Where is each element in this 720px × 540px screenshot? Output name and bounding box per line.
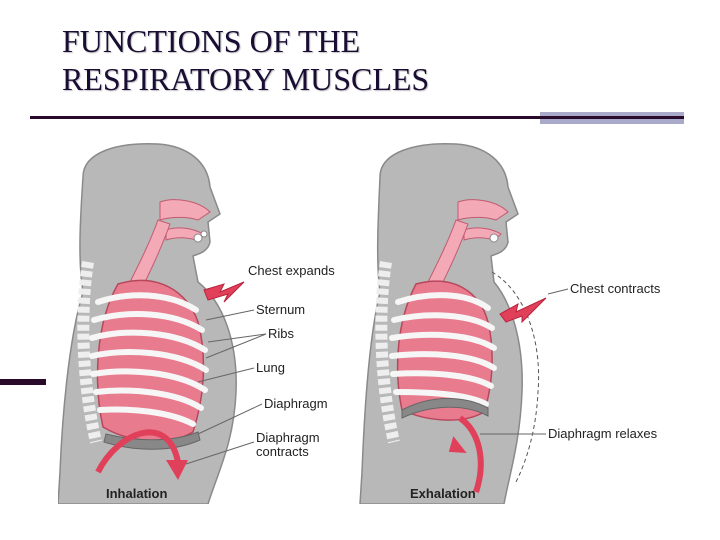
exhalation-airflow-bubble [489,233,499,243]
inhalation-nasal-cavity [159,199,211,221]
title-line-1: FUNCTIONS OF THE [62,23,361,59]
label-diaphragm-contracts-line1: Diaphragm [256,430,320,445]
inhalation-spine [77,261,102,444]
exhalation-spine [375,261,400,444]
title-divider-accent-line [540,116,684,119]
inhalation-diaphragm [103,431,201,450]
exhalation-diaphragm [401,398,489,419]
respiration-diagram: Chest expands Sternum Ribs Lung Diaphrag… [58,142,696,504]
left-accent-bar [0,0,46,540]
label-diaphragm-contracts-line2: contracts [256,444,309,459]
respiration-diagram-svg: Chest expands Sternum Ribs Lung Diaphrag… [58,143,661,504]
inhalation-airflow-bubble [193,233,203,243]
label-sternum: Sternum [256,302,305,317]
inhalation-ribs [89,292,209,427]
left-accent-panel [0,0,46,382]
inhalation-leader-lines [185,309,267,465]
exhalation-diaphragm-arrow [458,415,484,493]
label-chest-contracts: Chest contracts [570,281,661,296]
label-lung: Lung [256,360,285,375]
exhalation-leader-lines [480,288,569,435]
label-chest-expands: Chest expands [248,263,335,278]
inhalation-diaphragm-arrow [95,429,181,474]
exhalation-nasal-cavity [457,199,509,221]
slide-title: FUNCTIONS OF THE RESPIRATORY MUSCLES [62,22,429,98]
inhalation-airflow-bubble [200,230,208,238]
exhalation-ribs [389,292,497,407]
left-accent-stripe [0,379,46,385]
label-diaphragm-relaxes: Diaphragm relaxes [548,426,658,441]
exhalation-figure: Chest contracts Diaphragm relaxes Exhala… [359,143,661,504]
caption-inhalation: Inhalation [106,486,167,501]
caption-exhalation: Exhalation [410,486,476,501]
exhalation-chest-arrow [499,297,547,324]
exhalation-expanded-outline [491,271,540,483]
inhalation-chest-arrow [203,281,245,303]
label-diaphragm: Diaphragm [264,396,328,411]
inhalation-figure: Chest expands Sternum Ribs Lung Diaphrag… [58,143,335,504]
title-divider [30,116,684,119]
title-line-2: RESPIRATORY MUSCLES [62,61,430,97]
exhalation-diaphragm-arrowhead [448,436,467,453]
label-ribs: Ribs [268,326,295,341]
inhalation-diaphragm-arrowhead [166,460,188,480]
